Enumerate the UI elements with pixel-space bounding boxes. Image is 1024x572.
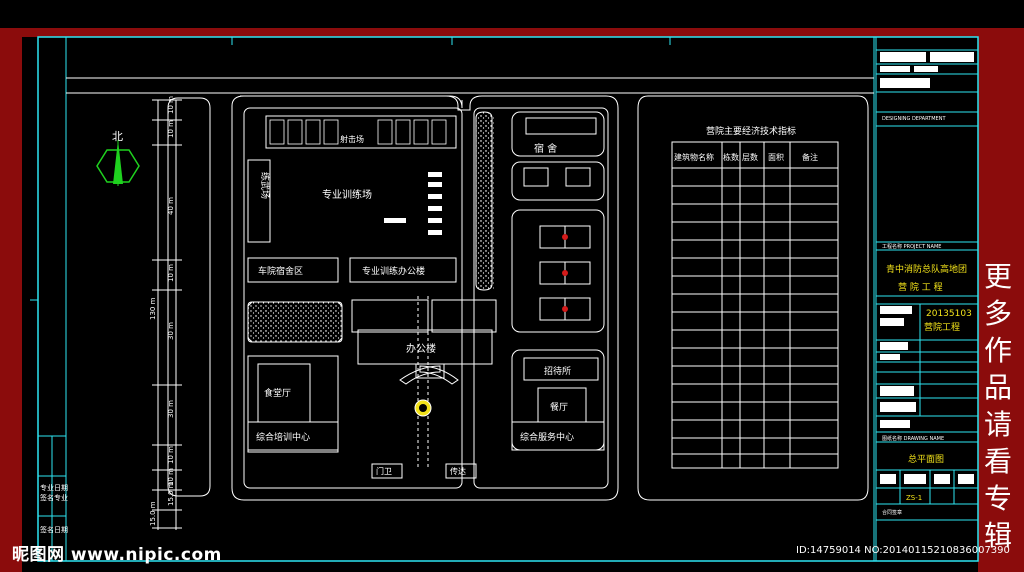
label-hall: 餐厅 <box>550 401 568 413</box>
wm-char: 专 <box>983 482 1012 515</box>
sheet-number: ZS-1 <box>906 494 922 502</box>
strip-5: 签名 <box>40 525 54 534</box>
drawing-sheet <box>22 37 978 572</box>
strip-2: 签名 <box>40 493 54 502</box>
label-training-room: 专业训练办公楼 <box>362 265 425 277</box>
wm-char: 请 <box>983 408 1012 441</box>
svg-text:130 m: 130 m <box>149 297 157 320</box>
left-zone <box>247 115 497 479</box>
wm-char: 辑 <box>983 519 1012 552</box>
indicator-table <box>671 141 839 469</box>
label-training-ground: 专业训练场 <box>322 188 372 201</box>
project-code-sub: 营院工程 <box>924 321 960 333</box>
table-header-floors: 层数 <box>742 152 758 162</box>
flag-emblem <box>414 399 432 417</box>
right-zone <box>511 111 605 451</box>
svg-text:15.0 m: 15.0 m <box>149 501 157 526</box>
table-header-name: 建筑物名称 <box>674 152 714 162</box>
wm-char: 作 <box>983 334 1012 367</box>
table-title: 营院主要经济技术指标 <box>706 125 796 137</box>
svg-text:30 m: 30 m <box>167 322 175 340</box>
north-label: 北 <box>112 130 123 143</box>
project-name-label: 工程名称 PROJECT NAME <box>882 243 941 250</box>
svg-text:10 m: 10 m <box>167 120 175 138</box>
strip-1: 专业 <box>40 483 54 492</box>
label-gate-right: 传达 <box>450 466 466 476</box>
table-header-area: 面积 <box>768 152 784 162</box>
label-gate-left: 门卫 <box>376 466 392 476</box>
training-equipment <box>384 172 442 235</box>
stamp-label: 合同签章 <box>882 509 902 516</box>
strip-4: 专业 <box>54 493 68 502</box>
roads <box>66 77 874 501</box>
label-study: 练武场 <box>259 172 271 199</box>
court-markings <box>562 234 568 312</box>
svg-text:10 m: 10 m <box>167 446 175 464</box>
label-office: 办公楼 <box>406 342 436 355</box>
project-name: 青中消防总队高地团 <box>886 263 967 275</box>
strip-3: 日期 <box>54 484 68 492</box>
table-header-note: 备注 <box>802 152 818 162</box>
svg-text:15.0 m: 15.0 m <box>167 481 175 506</box>
svg-text:10 m: 10 m <box>167 264 175 282</box>
svg-text:30 m: 30 m <box>167 400 175 418</box>
inner-border <box>65 36 875 562</box>
label-old-camp: 车院宿舍区 <box>258 265 303 277</box>
wm-char: 更 <box>983 260 1012 293</box>
watermark-id: ID:14759014 NO:20140115210836007390 <box>796 545 1010 556</box>
wm-char: 多 <box>983 297 1012 330</box>
title-block <box>875 36 979 562</box>
svg-text:10 m: 10 m <box>167 96 175 114</box>
label-training-center: 综合培训中心 <box>256 431 310 443</box>
left-strip <box>37 435 67 562</box>
label-shooting-range: 射击场 <box>340 134 364 144</box>
title-block-fills <box>880 52 974 484</box>
table-header-count: 栋数 <box>723 152 739 162</box>
svg-text:40 m: 40 m <box>167 197 175 215</box>
designing-department: DESIGNING DEPARTMENT <box>882 116 946 122</box>
dimension-line <box>152 99 182 530</box>
label-visitor: 招待所 <box>544 365 571 377</box>
drawing-name-label: 图纸名称 DRAWING NAME <box>882 435 944 442</box>
project-sub: 营 院 工 程 <box>898 281 943 293</box>
north-arrow <box>96 140 140 186</box>
label-canteen: 食堂厅 <box>264 387 291 399</box>
dimension-labels: 10 m 10 m 40 m 10 m 130 m 30 m 30 m 10 m… <box>149 96 175 526</box>
watermark-side-text: 更 多 作 品 请 看 专 辑 <box>980 258 1016 554</box>
strip-6: 日期 <box>54 526 68 534</box>
watermark-logo: 昵图网 www.nipic.com <box>12 545 222 565</box>
wm-char: 看 <box>983 445 1012 478</box>
border-ticks <box>30 37 671 301</box>
svg-text:10 m: 10 m <box>167 468 175 486</box>
drawing-name: 总平面图 <box>908 453 944 465</box>
label-service-center: 综合服务中心 <box>520 431 574 443</box>
project-code: 20135103 <box>926 309 972 319</box>
label-dorm: 宿 舍 <box>534 142 557 155</box>
wm-char: 品 <box>983 371 1012 404</box>
